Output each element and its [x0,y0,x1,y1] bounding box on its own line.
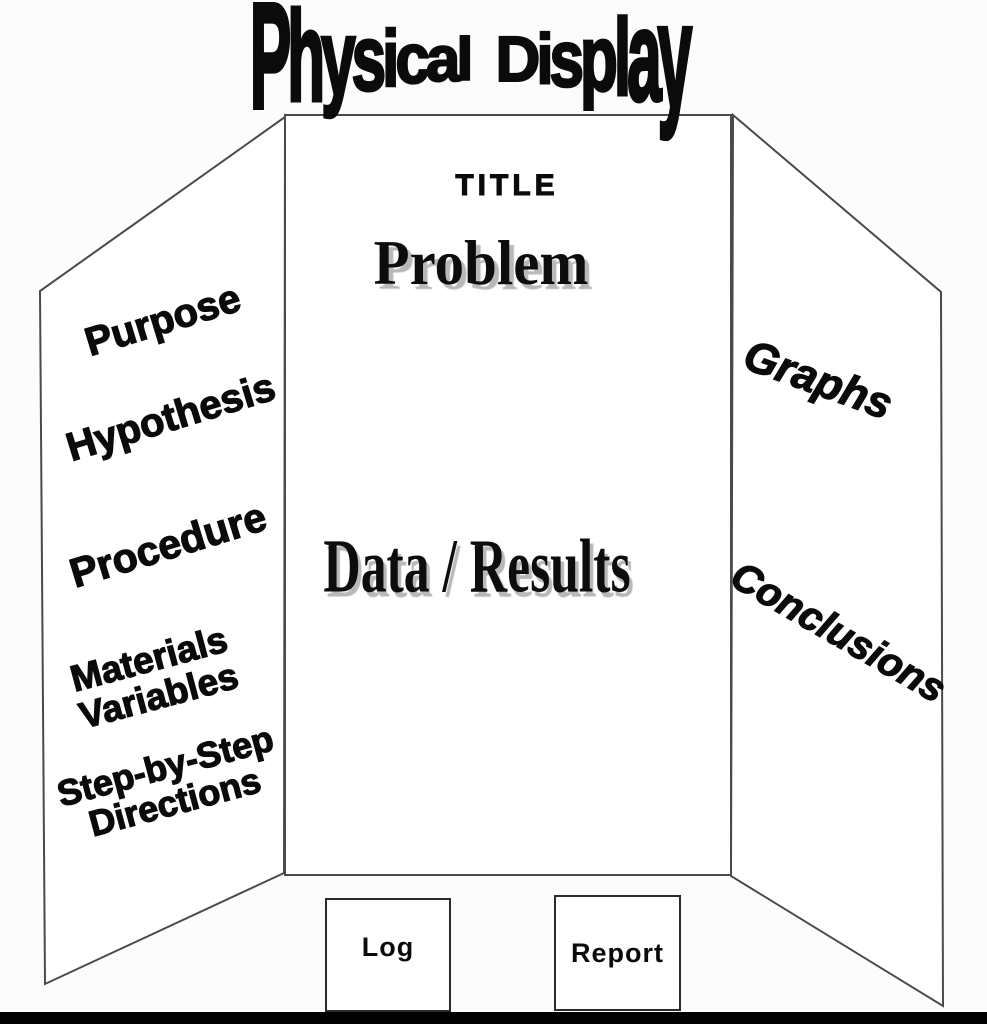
center-panel-data-results-label: Data / Results [323,524,631,609]
center-panel-title-header: TITLE [455,169,559,203]
right-flap [729,112,945,1008]
log-box-label: Log [361,931,415,962]
log-box: Log [325,898,451,1012]
report-box: Report [554,895,681,1011]
report-box-label: Report [571,937,664,968]
center-panel-problem-label: Problem [373,227,589,298]
bottom-bar [0,1012,987,1024]
center-panel [284,114,732,876]
